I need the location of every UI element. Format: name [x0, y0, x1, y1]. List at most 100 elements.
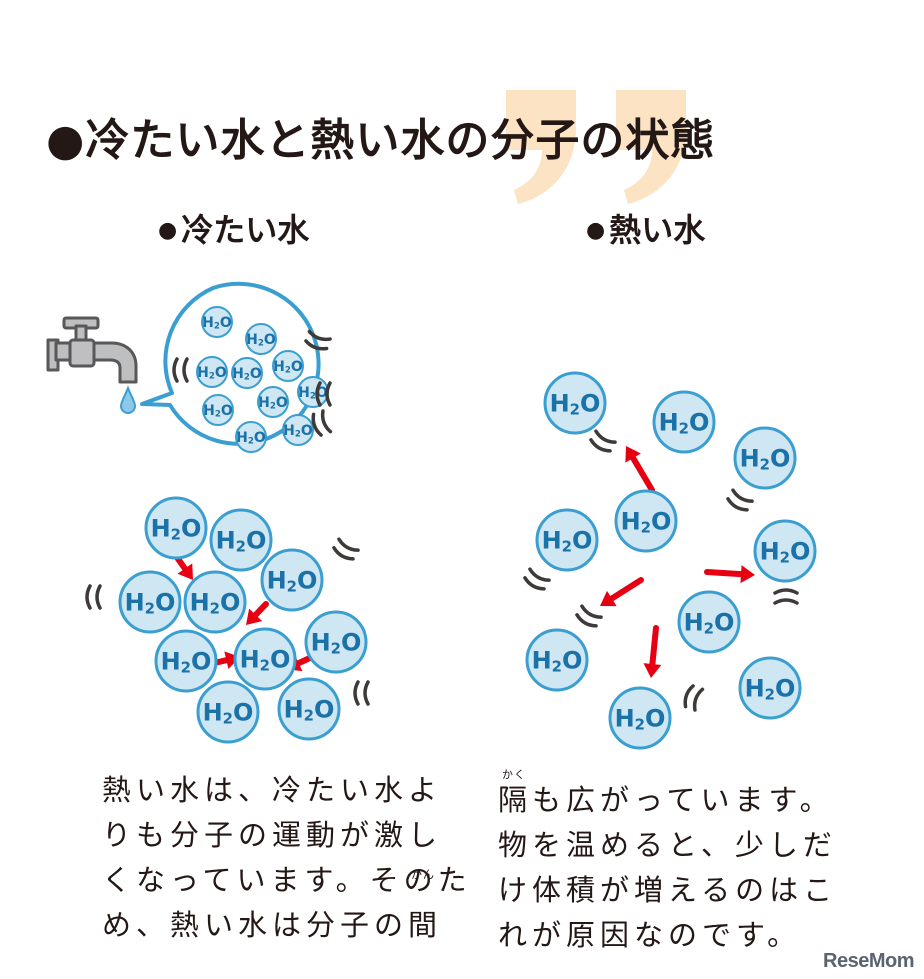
vibration-mark — [311, 409, 333, 437]
svg-text:H2O: H2O — [532, 647, 583, 676]
water-molecule: H2O — [614, 489, 678, 553]
svg-text:H2O: H2O — [151, 515, 202, 544]
svg-text:H2O: H2O — [745, 675, 796, 704]
vibration-mark — [172, 357, 189, 383]
water-molecule: H2O — [282, 414, 314, 446]
bullet: ● — [158, 218, 178, 243]
vibration-mark — [315, 381, 332, 407]
text-line: 物を温めると、少しだ — [498, 828, 837, 862]
hot-water-label: 熱い水 — [609, 211, 706, 249]
vibration-mark — [353, 680, 370, 706]
svg-text:H2O: H2O — [203, 403, 233, 420]
svg-text:H2O: H2O — [240, 646, 291, 675]
water-molecule: H2O — [304, 610, 368, 674]
water-molecule: H2O — [201, 306, 233, 338]
text-line: け体積が増えるのはこ — [498, 873, 838, 907]
water-molecule: H2O — [202, 394, 234, 426]
svg-text:H2O: H2O — [684, 609, 735, 638]
svg-text:H2O: H2O — [232, 366, 262, 383]
motion-arrow — [625, 446, 655, 493]
vibration-mark — [589, 429, 617, 453]
water-molecule: H2O — [652, 390, 716, 454]
water-molecule: H2O — [543, 371, 607, 435]
text-line: め、熱い水は分子の間 — [102, 908, 443, 942]
brand-logo: ReseMom — [823, 950, 914, 972]
furigana-kaku: かく — [502, 768, 526, 781]
svg-text:H2O: H2O — [125, 589, 176, 618]
svg-text:H2O: H2O — [311, 629, 362, 658]
text-line: りも分子の運動が激し — [102, 818, 443, 852]
water-molecule: H2O — [297, 376, 329, 408]
text-line: 熱い水は、冷たい水よ — [102, 773, 443, 807]
hot-water-heading: ●熱い水 — [586, 205, 705, 251]
water-molecule: H2O — [196, 356, 228, 388]
water-molecule: H2O — [144, 496, 208, 560]
vibration-marks — [85, 329, 799, 712]
water-molecule: H2O — [277, 677, 341, 741]
svg-text:H2O: H2O — [161, 648, 212, 677]
vibration-mark — [332, 537, 360, 561]
svg-text:H2O: H2O — [659, 409, 710, 438]
water-molecule: H2O — [154, 629, 218, 693]
svg-text:H2O: H2O — [621, 508, 672, 537]
svg-text:H2O: H2O — [267, 567, 318, 596]
description-right: 隔も広がっています。 物を温めると、少しだ け体積が増えるのはこ れが原因なので… — [498, 778, 837, 958]
faucet-icon — [46, 316, 138, 384]
water-molecule: H2O — [272, 350, 304, 382]
svg-text:H2O: H2O — [273, 359, 303, 376]
svg-text:H2O: H2O — [284, 696, 335, 725]
svg-text:H2O: H2O — [236, 430, 266, 447]
water-molecule: H2O — [260, 548, 324, 612]
water-molecule: H2O — [118, 570, 182, 634]
svg-text:H2O: H2O — [760, 538, 811, 567]
motion-arrow — [704, 565, 755, 584]
water-molecule: H2O — [235, 421, 267, 453]
svg-text:H2O: H2O — [190, 589, 241, 618]
svg-text:H2O: H2O — [542, 527, 593, 556]
svg-text:H2O: H2O — [283, 423, 313, 440]
vibration-mark — [575, 604, 603, 628]
svg-text:H2O: H2O — [203, 699, 254, 728]
vibration-mark — [304, 329, 332, 351]
water-molecule: H2O — [753, 519, 817, 583]
furigana-kan: かん — [411, 868, 435, 881]
water-molecule: H2O — [738, 656, 802, 720]
water-molecule: H2O — [245, 323, 277, 355]
text-line: れが原因なのです。 — [498, 918, 802, 952]
bullet: ● — [586, 218, 606, 243]
motion-arrow — [643, 625, 662, 678]
vibration-mark — [726, 488, 754, 512]
water-molecule: H2O — [231, 357, 263, 389]
svg-text:H2O: H2O — [550, 390, 601, 419]
water-molecule: H2O — [257, 386, 289, 418]
vibration-mark — [523, 567, 551, 591]
decorative-quote-mark — [506, 90, 686, 204]
water-molecule: H2O — [608, 686, 672, 750]
svg-text:H2O: H2O — [246, 332, 276, 349]
water-molecule: H2O — [525, 628, 589, 692]
water-molecule: H2O — [233, 627, 297, 691]
water-molecule: H2O — [677, 590, 741, 654]
vibration-mark — [85, 584, 102, 610]
svg-text:H2O: H2O — [216, 527, 267, 556]
text-line: 隔も広がっています。 — [498, 783, 834, 817]
motion-arrow — [600, 577, 644, 607]
water-molecule: H2O — [535, 508, 599, 572]
cold-water-label: 冷たい水 — [181, 211, 310, 249]
svg-text:H2O: H2O — [740, 445, 791, 474]
water-molecule: H2O — [196, 680, 260, 744]
motion-arrow — [173, 553, 193, 580]
vibration-mark — [683, 684, 705, 712]
text-line: くなっています。そのた — [102, 863, 472, 897]
water-molecule: H2O — [733, 426, 797, 490]
motion-arrow — [246, 601, 269, 625]
cold-water-heading: ●冷たい水 — [158, 205, 309, 251]
svg-text:H2O: H2O — [197, 365, 227, 382]
svg-text:H2O: H2O — [258, 395, 288, 412]
water-drop — [119, 385, 137, 414]
water-molecule: H2O — [183, 570, 247, 634]
description-left: 熱い水は、冷たい水よ りも分子の運動が激し くなっています。そのた め、熱い水は… — [102, 768, 472, 948]
page-title: ●冷たい水と熱い水の分子の状態 — [46, 115, 716, 166]
